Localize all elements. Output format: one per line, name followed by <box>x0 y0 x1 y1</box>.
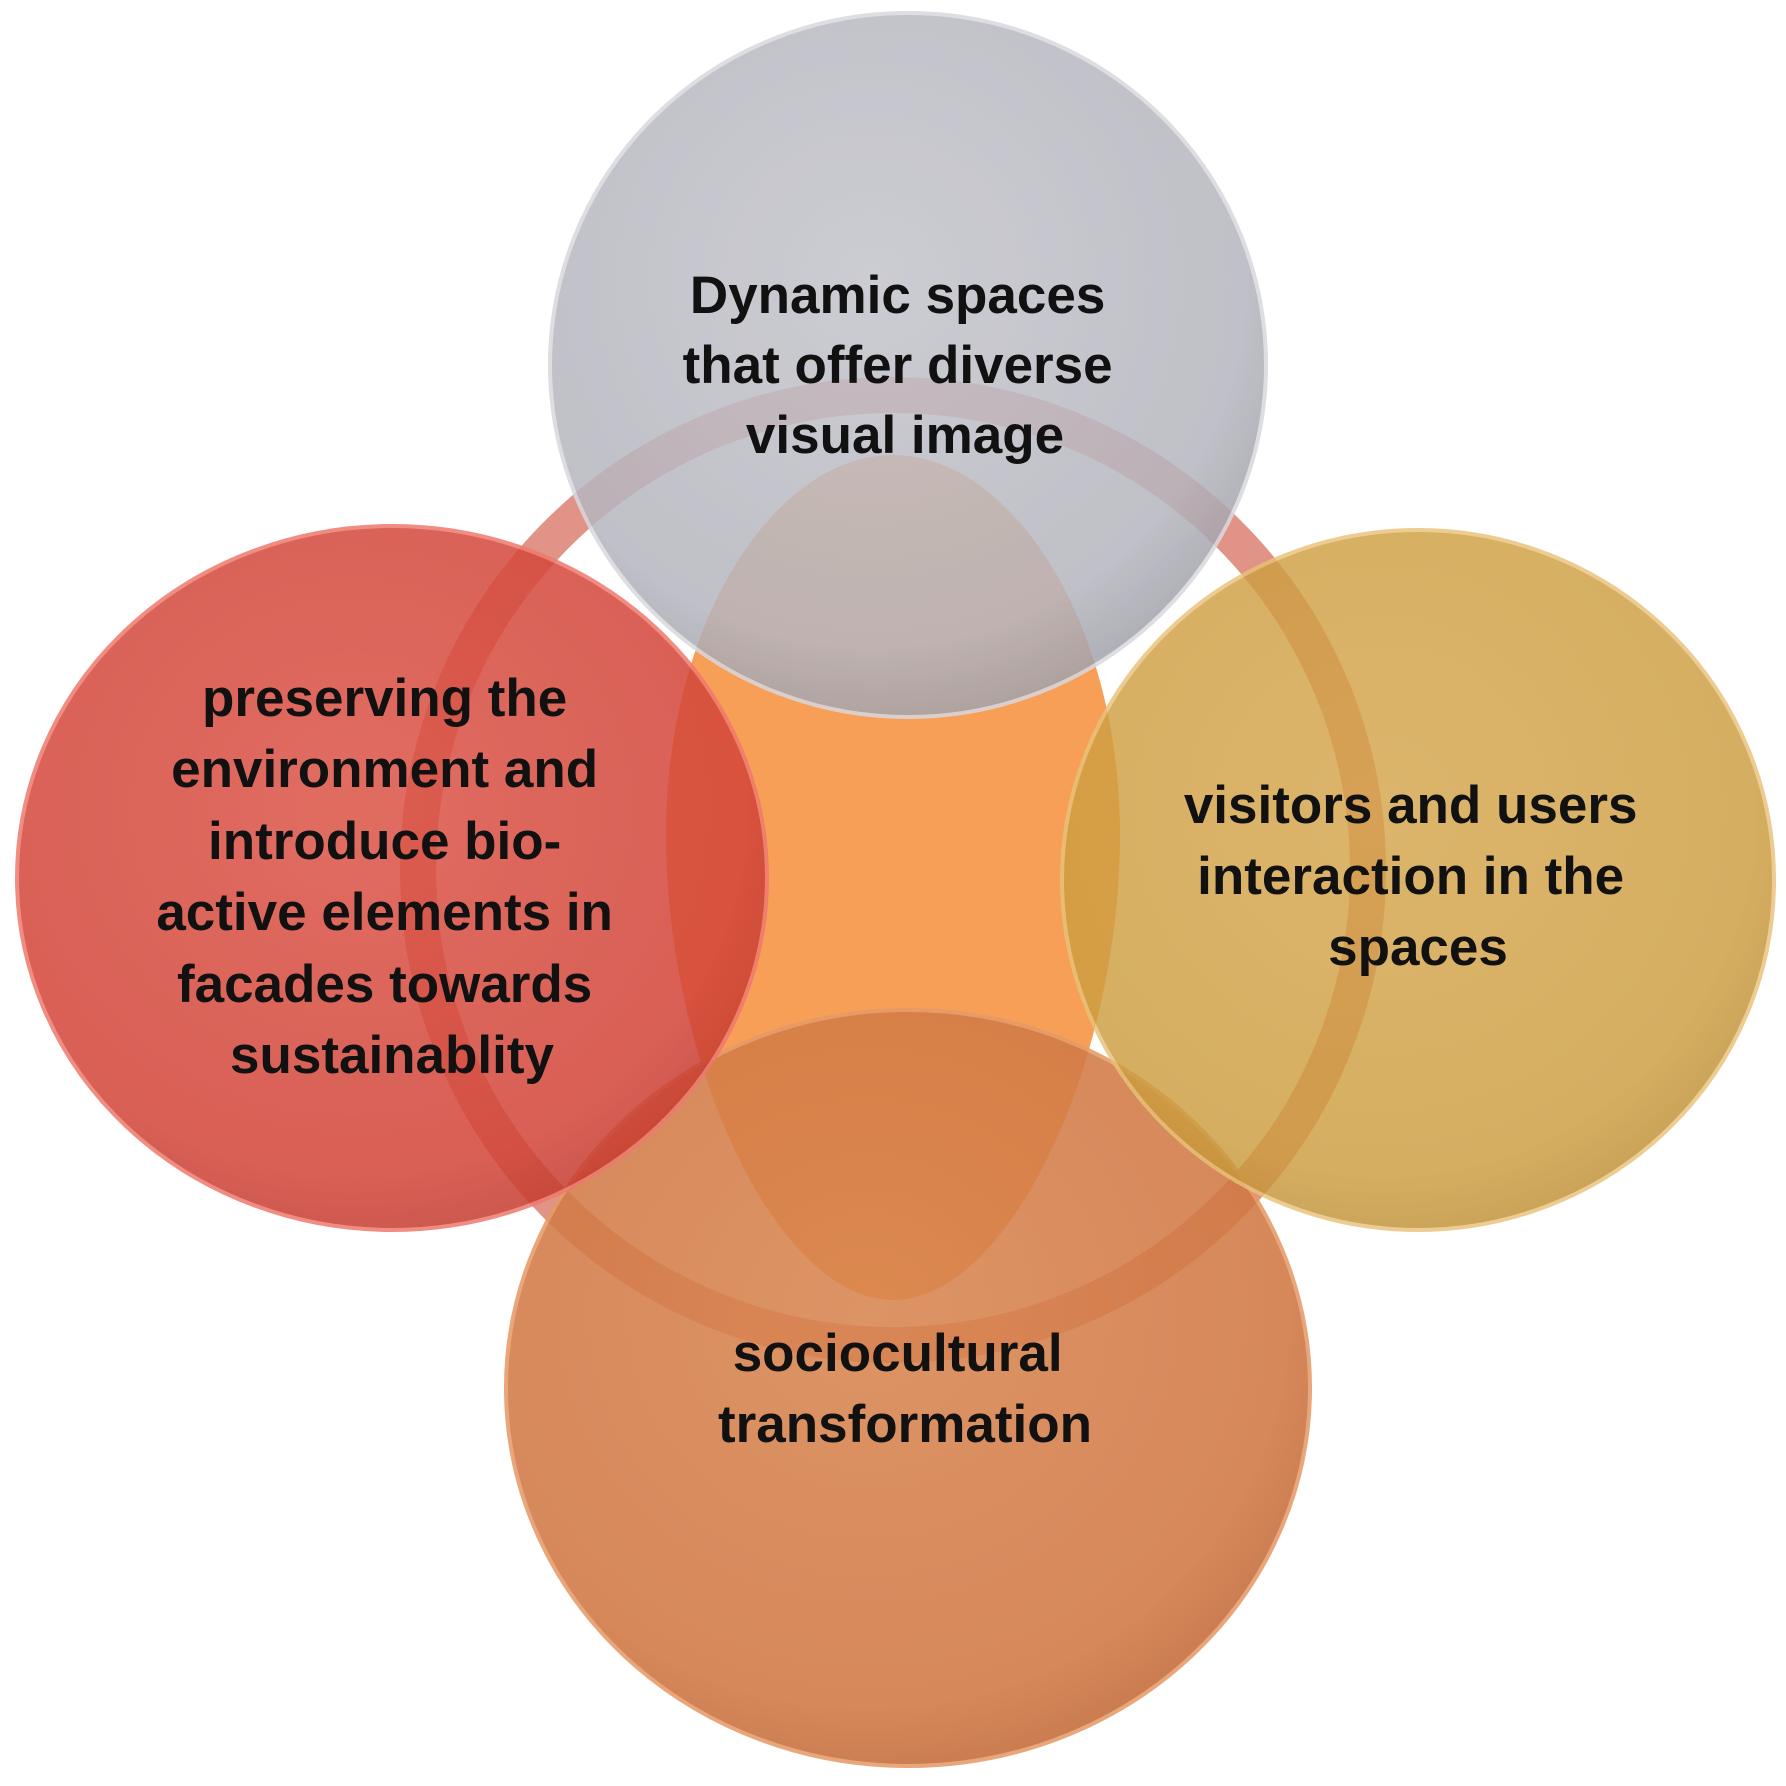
left-label-line: facades towards <box>177 955 592 1014</box>
bottom-circle <box>504 1008 1312 1768</box>
right-label-line: spaces <box>1328 918 1508 977</box>
left-label-line: sustainablity <box>230 1026 555 1085</box>
top-label-line: visual image <box>746 406 1064 465</box>
right-label-line: visitors and users <box>1184 776 1638 835</box>
top-node <box>548 11 1268 719</box>
top-label: Dynamic spaces that offer diverse visual… <box>683 266 1128 465</box>
right-label: visitors and users interaction in the sp… <box>1184 776 1652 977</box>
right-node <box>1060 528 1776 1232</box>
left-node <box>15 524 769 1232</box>
left-label-line: introduce bio- <box>208 812 561 871</box>
left-circle <box>15 524 769 1232</box>
left-label-line: preserving the <box>202 669 567 728</box>
right-label-line: interaction in the <box>1197 847 1624 906</box>
bottom-label-line: sociocultural <box>733 1324 1063 1383</box>
top-label-line: Dynamic spaces <box>690 266 1105 325</box>
bottom-node <box>504 1008 1312 1768</box>
top-label-line: that offer diverse <box>683 336 1113 395</box>
top-circle <box>548 11 1268 719</box>
left-label: preserving the environment and introduce… <box>156 669 627 1085</box>
left-label-line: active elements in <box>156 883 613 942</box>
right-circle <box>1060 528 1776 1232</box>
left-label-line: environment and <box>171 740 598 799</box>
bottom-label-line: transformation <box>718 1395 1092 1454</box>
bottom-label: sociocultural transformation <box>718 1324 1092 1454</box>
